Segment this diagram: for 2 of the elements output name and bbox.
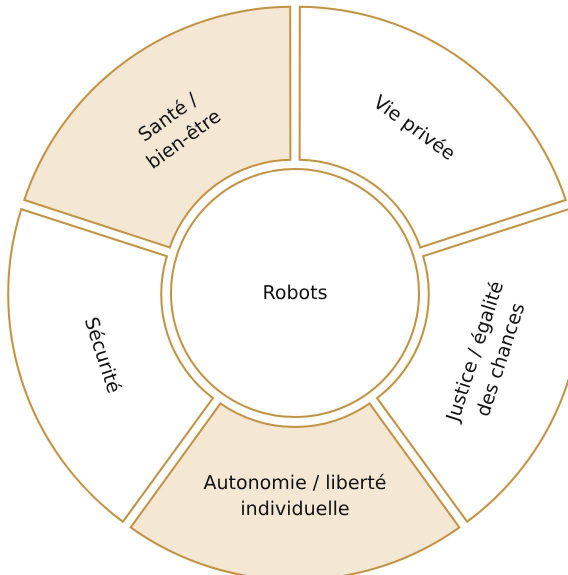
center-label: Robots bbox=[235, 280, 355, 306]
segment-label: Autonomie / liberté individuelle bbox=[170, 470, 420, 523]
